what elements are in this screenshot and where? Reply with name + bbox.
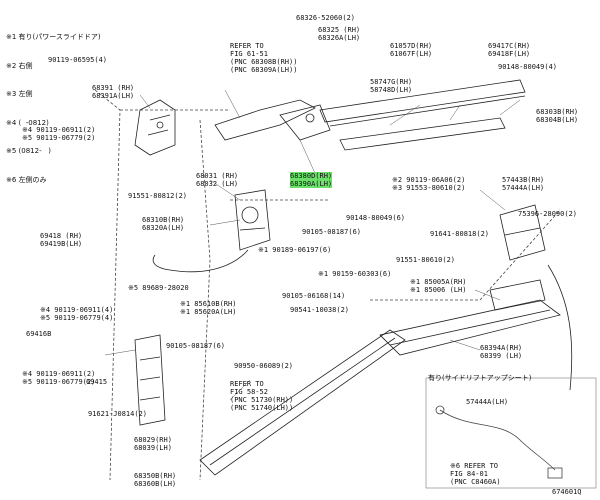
part-label-91551-80812[interactable]: 91551-80812(2) [128, 192, 188, 200]
part-label-91641[interactable]: 91641-80818(2) [430, 230, 490, 238]
part-label-85610[interactable]: ※1 85610B(RH) ※1 85620A(LH) [180, 300, 237, 316]
part-label-90119-06a06[interactable]: ※2 90119-06A06(2) ※3 91553-80610(2) [392, 176, 466, 192]
part-label-91551-80610[interactable]: 91551-80610(2) [396, 256, 456, 264]
inset-caption: 有り(サイドリフトアップシート) [428, 374, 532, 382]
pillar-cable [547, 264, 573, 391]
legend-line: ※3 左側 [6, 90, 33, 98]
upper-hinge-bracket [134, 99, 176, 156]
legend-line: ※2 右側 [6, 61, 33, 70]
leader-lines [104, 89, 521, 401]
part-label-68380[interactable]: 68380D(RH) 68390A(LH) [290, 172, 333, 188]
legend-line: ※5 (0812- ) [6, 147, 52, 155]
part-label-57444a[interactable]: 57444A(LH) [466, 398, 509, 406]
part-label-90105-06168[interactable]: 90105-06168(14) [282, 292, 346, 300]
part-label-68394[interactable]: 68394A(RH) 68399 (LH) [480, 344, 523, 360]
part-label-69416[interactable]: 69416B [26, 330, 52, 338]
part-label-90119-06595[interactable]: 90119-06595(4) [48, 56, 108, 64]
part-label-68326[interactable]: 68326-52060(2) [296, 14, 356, 22]
wire-harness-inset [425, 377, 597, 489]
part-label-90119-06911-bot[interactable]: ※4 90119-06911(2) ※5 90119-06779(2) [22, 370, 96, 386]
part-label-68350[interactable]: 68350B(RH) 68360B(LH) [134, 472, 177, 488]
part-label-90148-top[interactable]: 90148-80049(4) [498, 63, 558, 71]
footnote-legend: ※1 有り(パワースライドドア) ※2 右側 ※3 左側 ※4 ( -0812)… [6, 14, 101, 204]
diagram-id: 674601Q [552, 488, 582, 496]
part-label-90119-06911-top[interactable]: ※4 90119-06911(2) ※5 90119-06779(2) [22, 126, 96, 142]
part-label-90105-08187-mid[interactable]: 90105-08187(6) [166, 342, 226, 350]
part-label-57443[interactable]: 57443B(RH) 57444A(LH) [502, 176, 545, 192]
part-label-68031[interactable]: 68031 (RH) 68032 (LH) [196, 172, 239, 188]
part-label-89689[interactable]: ※5 89689-28020 [128, 284, 189, 292]
part-label-75396[interactable]: 75396-28090(2) [518, 210, 578, 218]
lower-sill-panel [199, 329, 406, 476]
center-roller-bracket [499, 204, 546, 261]
legend-line: ※6 左側のみ [6, 175, 47, 184]
part-label-90159[interactable]: ※1 90159-60303(6) [318, 270, 392, 278]
lock-motor-assembly [234, 189, 271, 251]
part-label-58747[interactable]: 58747G(RH) 58748D(LH) [370, 78, 413, 94]
legend-line: ※1 有り(パワースライドドア) [6, 33, 101, 41]
part-label-69418[interactable]: 69418 (RH) 69419B(LH) [40, 232, 83, 248]
part-label-69417[interactable]: 69417C(RH) 69418F(LH) [488, 42, 531, 58]
legend-line: ※4 ( -0812) [6, 118, 49, 127]
part-label-68303[interactable]: 68303B(RH) 68304B(LH) [536, 108, 579, 124]
control-cable [152, 249, 249, 273]
lower-rail-assembly [379, 279, 561, 356]
part-label-68391[interactable]: 68391 (RH) 68391A(LH) [92, 84, 135, 100]
part-label-69415[interactable]: 69415 [86, 378, 108, 386]
part-label-90148-mid[interactable]: 90148-80049(6) [346, 214, 406, 222]
refer-fig-84-01[interactable]: ※6 REFER TO FIG 84-01 (PNC C8460A) [450, 462, 501, 486]
part-label-90105-08187-top[interactable]: 90105-08187(6) [302, 228, 362, 236]
part-label-68029[interactable]: 68029(RH) 68039(LH) [134, 436, 172, 452]
lower-hinge-bracket [134, 334, 166, 426]
part-label-68325[interactable]: 68325 (RH) 68326A(LH) [318, 26, 361, 42]
part-label-90189[interactable]: ※1 90189-06197(6) [258, 246, 332, 254]
part-label-90950[interactable]: 90950-06089(2) [234, 362, 294, 370]
part-label-91621[interactable]: 91621-J0814(2) [88, 410, 148, 418]
part-label-68310[interactable]: 68310B(RH) 68320A(LH) [142, 216, 185, 232]
part-label-61057[interactable]: 61057D(RH) 61067F(LH) [390, 42, 433, 58]
upper-roller-arm [214, 99, 331, 141]
highlighted-part-number: 68380D(RH) 68390A(LH) [290, 172, 333, 188]
part-label-85005[interactable]: ※1 85005A(RH) ※1 85006 (LH) [410, 278, 467, 294]
part-label-90119-06911-mid[interactable]: ※4 90119-06911(4) ※5 90119-06779(4) [40, 306, 114, 322]
refer-fig-58-52[interactable]: REFER TO FIG 58-52 (PNC 51730(RH)) (PNC … [230, 380, 294, 412]
upper-rail [319, 79, 526, 151]
part-label-90541[interactable]: 90541-10038(2) [290, 306, 350, 314]
refer-fig-61-51[interactable]: REFER TO FIG 61-51 (PNC 68308B(RH)) (PNC… [230, 42, 298, 74]
